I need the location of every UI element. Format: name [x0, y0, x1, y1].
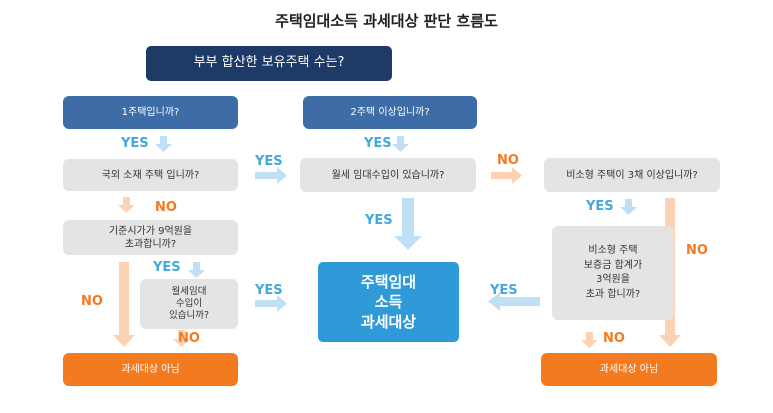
deposit-node: 비소형 주택 보증금 합계가 3억원을 초과 합니까? [552, 226, 674, 320]
label-yes-8: YES [490, 283, 518, 298]
monthly-rent-small-node: 월세임대 수입이 있습니까? [140, 279, 238, 329]
arrow-yes-down-3 [394, 198, 422, 250]
label-yes-1: YES [121, 136, 149, 151]
arrow-yes-down-2 [392, 136, 409, 152]
label-no-4: NO [497, 153, 519, 168]
two-plus-house-node: 2주택 이상입니까? [303, 96, 477, 129]
arrow-yes-down-1 [155, 136, 172, 152]
arrow-yes-right-2 [255, 295, 287, 312]
arrow-yes-down-5 [620, 199, 637, 215]
arrow-no-down-3 [173, 330, 190, 347]
label-no-3: NO [178, 331, 200, 346]
non-small-house-node: 비소형 주택이 3채 이상입니까? [544, 158, 720, 192]
arrow-no-right-1 [491, 167, 522, 184]
one-house-node: 1주택입니까? [63, 96, 238, 129]
arrow-no-down-2 [113, 262, 135, 347]
label-yes-6: YES [255, 283, 283, 298]
arrow-yes-left-1 [488, 292, 540, 311]
label-no-1: NO [155, 200, 177, 215]
label-yes-7: YES [586, 199, 614, 214]
label-yes-2: YES [364, 136, 392, 151]
price-9-node: 기준시가가 9억원을 초과합니까? [63, 220, 238, 255]
start-node: 부부 합산한 보유주택 수는? [146, 46, 392, 81]
taxable-node: 주택임대 소득 과세대상 [318, 262, 459, 342]
arrow-no-down-1 [118, 197, 135, 213]
not-taxable-right-node: 과세대상 아님 [541, 353, 717, 386]
diagram-title: 주택임대소득 과세대상 판단 흐름도 [275, 12, 498, 30]
label-yes-3: YES [255, 154, 283, 169]
not-taxable-left-node: 과세대상 아님 [63, 353, 238, 386]
label-no-2: NO [81, 294, 103, 309]
arrow-yes-right-1 [255, 167, 287, 184]
monthly-rent-node: 월세 임대수입이 있습니까? [300, 158, 476, 192]
label-yes-4: YES [365, 213, 393, 228]
overseas-house-node: 국외 소재 주택 입니까? [63, 159, 238, 191]
label-no-6: NO [603, 331, 625, 346]
arrow-no-down-5 [581, 332, 598, 348]
label-no-5: NO [686, 243, 708, 258]
arrow-yes-down-4 [188, 262, 205, 278]
label-yes-5: YES [153, 260, 181, 275]
